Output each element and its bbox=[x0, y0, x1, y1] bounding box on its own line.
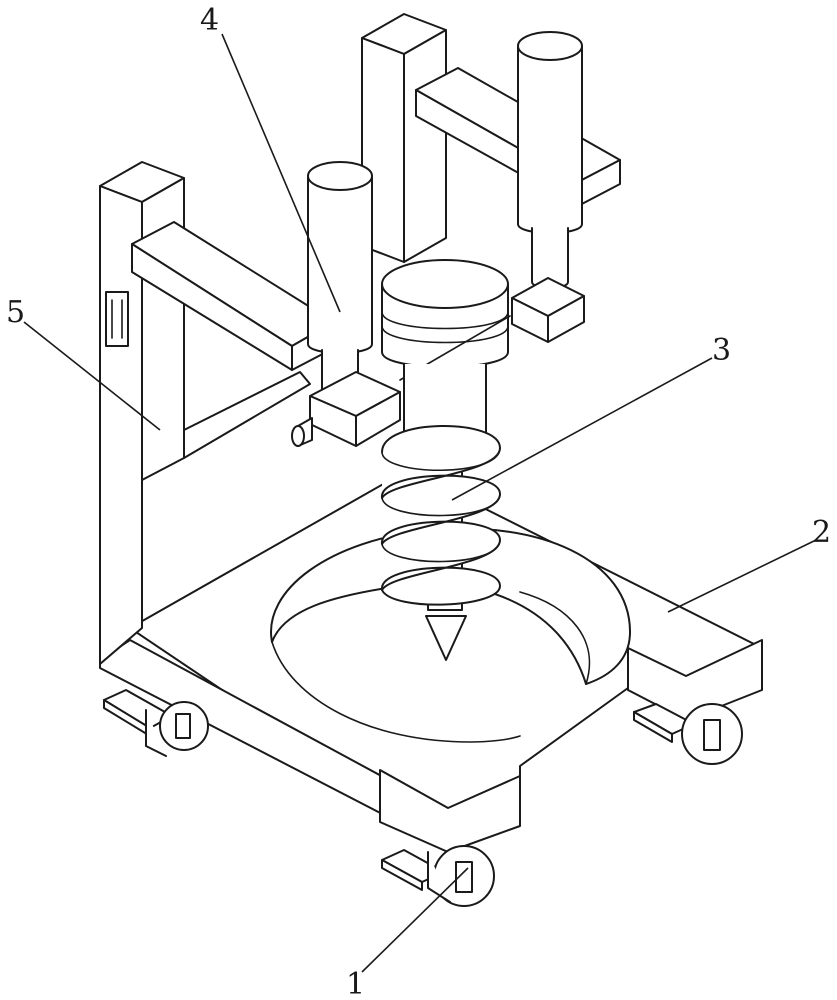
drill-motor bbox=[381, 259, 511, 450]
leader-2 bbox=[667, 539, 817, 613]
callout-label-5: 5 bbox=[6, 295, 25, 330]
callout-labels: 1 2 3 4 5 bbox=[6, 3, 831, 1000]
callout-label-4: 4 bbox=[200, 3, 219, 38]
caster-wheel-rear-right bbox=[633, 703, 743, 765]
right-hydraulic-cylinder bbox=[511, 31, 585, 343]
leader-3 bbox=[451, 357, 713, 501]
caster-wheel-rear-left bbox=[103, 689, 209, 757]
leader-5 bbox=[23, 321, 161, 431]
callout-leaders bbox=[23, 33, 817, 973]
callout-label-1: 1 bbox=[346, 967, 365, 1000]
leader-4 bbox=[221, 33, 341, 313]
leader-1 bbox=[361, 867, 469, 973]
caster-wheel-front bbox=[381, 845, 495, 907]
callout-label-2: 2 bbox=[812, 515, 831, 550]
callout-label-3: 3 bbox=[712, 333, 731, 368]
left-hydraulic-cylinder bbox=[291, 161, 401, 447]
rear-right-post bbox=[361, 13, 447, 263]
auger-drill bbox=[380, 425, 501, 661]
